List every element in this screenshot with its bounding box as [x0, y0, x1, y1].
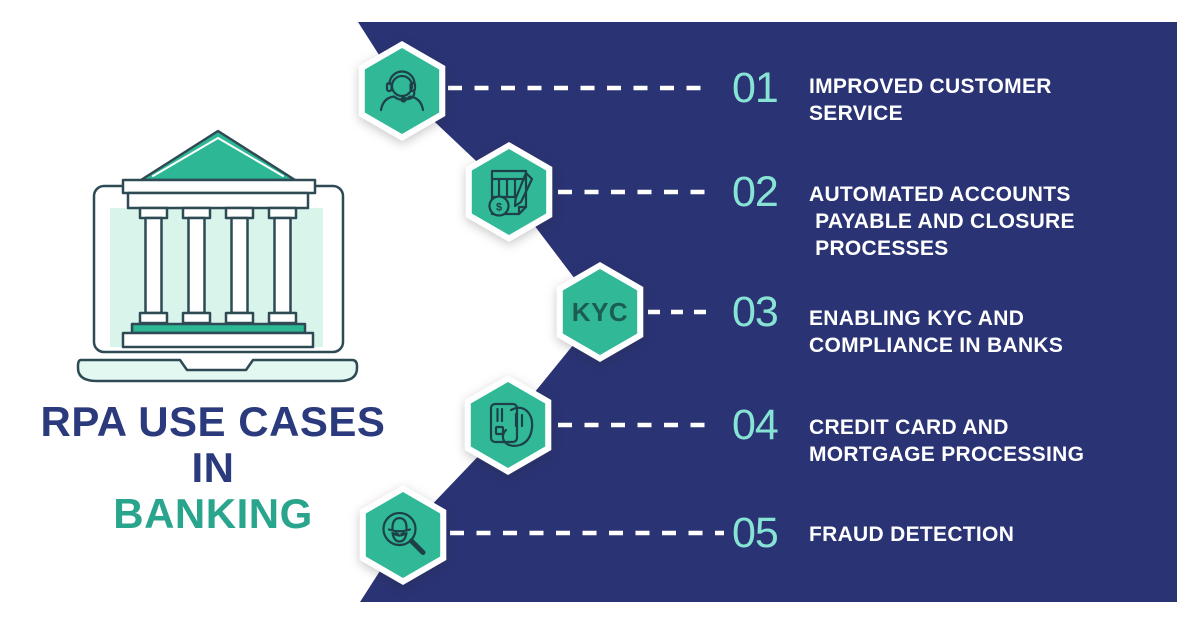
hexagon-badge-3: [556, 262, 644, 362]
title-line-2: BANKING: [113, 490, 313, 537]
accounts-ledger-pencil-icon: $: [488, 169, 534, 217]
item-label-1: IMPROVED CUSTOMER SERVICE: [809, 75, 1052, 125]
fraud-magnifier-spy-icon: [382, 511, 426, 555]
bank-step-top: [130, 322, 307, 335]
bank-step-bottom: [121, 331, 315, 349]
item-label-2: AUTOMATED ACCOUNTS PAYABLE AND CLOSURE P…: [809, 183, 1075, 260]
hexagon-badge-2: $: [465, 142, 553, 242]
item-number-2: 02: [732, 168, 779, 216]
credit-card-hand-icon: [489, 402, 534, 447]
item-number-1: 01: [732, 64, 779, 112]
dollar-glyph: $: [496, 202, 502, 214]
item-label-5: FRAUD DETECTION: [809, 523, 1015, 546]
navy-panel: [358, 22, 1177, 602]
page-title: RPA USE CASES IN BANKING: [13, 399, 413, 537]
dashed-connectors: [448, 85, 724, 536]
kyc-hexagon-label: KYC: [571, 297, 629, 327]
item-number-5: 05: [732, 509, 779, 557]
bank-entablature: [121, 178, 317, 195]
laptop-base: [76, 358, 359, 383]
hexagon-badge-4: [464, 375, 552, 475]
item-number-3: 03: [732, 288, 779, 336]
item-label-4: CREDIT CARD AND MORTGAGE PROCESSING: [809, 416, 1085, 466]
hexagon-badge-5: [359, 485, 447, 585]
customer-service-headset-icon: [379, 70, 425, 112]
item-label-3: ENABLING KYC AND COMPLIANCE IN BANKS: [809, 307, 1064, 357]
title-line-1: RPA USE CASES IN: [40, 398, 386, 491]
hexagon-badge-1: [358, 41, 446, 141]
bank-laptop-illustration: [76, 129, 359, 383]
bank-columns: [138, 206, 298, 325]
item-number-4: 04: [732, 401, 779, 449]
